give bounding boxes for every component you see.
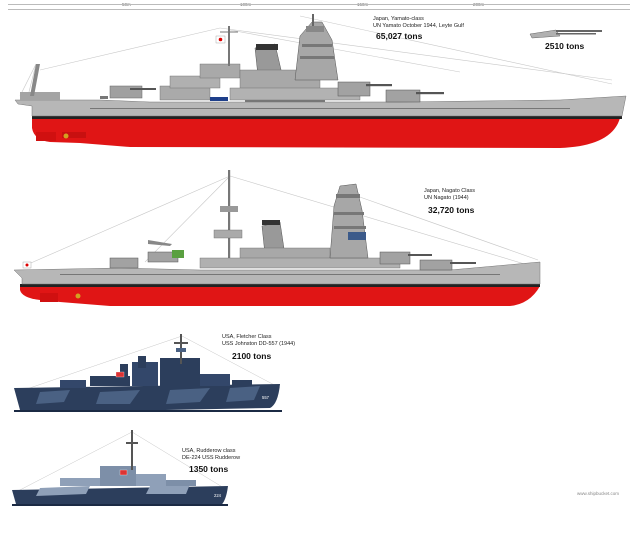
rudderow-hull-number: 224 [214,493,222,498]
nagato-tons: 32,720 tons [428,205,475,215]
nagato-upper-hull [13,261,541,285]
johnston-hull [14,384,280,412]
yamato-pagoda [294,21,339,81]
nagato-caption-1: Japan, Nagato Class [424,188,476,194]
nagato-ship [13,170,541,306]
turret-tons: 2510 tons [545,41,585,51]
yamato-lower-hull [32,118,620,148]
rudderow-tons: 1350 tons [189,464,229,474]
johnston-hull-number: 557 [262,395,270,400]
nagato-lower-hull [20,286,540,306]
nagato-caption-2: UN Nagato (1944) [424,195,469,201]
rudderow-ship [12,430,228,506]
watermark: www.shipbucket.com [577,491,620,496]
johnston-caption-2: USS Johnston DD-557 (1944) [222,341,296,347]
johnston-ship [14,334,282,412]
yamato-turret-drawing [529,29,602,39]
yamato-ship [14,14,627,148]
scale-ruler [8,4,630,10]
yamato-tons: 65,027 tons [376,31,423,41]
johnston-caption-1: USA, Fletcher Class [222,334,272,340]
yamato-upper-hull [14,95,627,117]
rudderow-caption-2: DE-224 USS Rudderow [182,455,241,461]
johnston-tons: 2100 tons [232,351,272,361]
yamato-caption-1: Japan, Yamato-class [373,16,424,22]
yamato-caption-2: UN Yamato October 1944, Leyte Gulf [373,23,464,29]
rudderow-caption-1: USA, Rudderow class [182,448,236,454]
